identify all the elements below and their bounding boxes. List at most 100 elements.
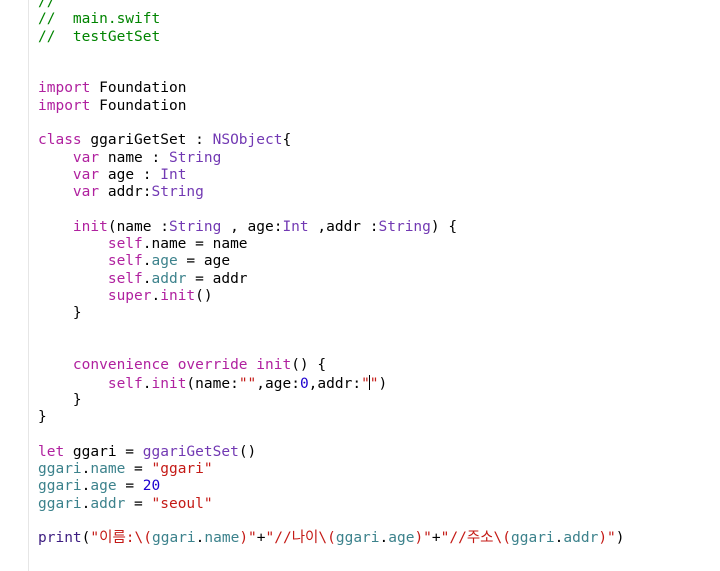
code-line[interactable]: import Foundation (38, 98, 716, 115)
code-line[interactable]: ggari.addr = "seoul" (38, 496, 716, 513)
code-token: ggari (38, 495, 82, 512)
code-token: " (369, 375, 379, 392)
code-line[interactable] (38, 513, 716, 530)
code-token: addr: (99, 184, 152, 201)
code-line[interactable]: self.name = name (38, 236, 716, 253)
code-token: "//주소\( (440, 530, 511, 547)
code-token: . (379, 530, 389, 547)
code-token: = (125, 495, 152, 512)
code-line[interactable]: var name : String (38, 150, 716, 167)
code-token: = addr (186, 270, 248, 287)
code-token: age : (99, 166, 161, 183)
code-line[interactable]: let ggari = ggariGetSet() (38, 444, 716, 461)
code-line[interactable]: convenience override init() { (38, 357, 716, 374)
code-token: var (72, 166, 100, 183)
code-token: ) (378, 375, 388, 392)
code-line[interactable] (38, 63, 716, 80)
code-line[interactable] (38, 46, 716, 63)
code-token: init (160, 288, 196, 305)
code-line[interactable]: class ggariGetSet : NSObject{ (38, 132, 716, 149)
code-line[interactable]: // testGetSet (38, 29, 716, 46)
code-token: var (72, 149, 100, 166)
code-line[interactable] (38, 115, 716, 132)
code-token: . (81, 478, 91, 495)
code-line[interactable]: super.init() (38, 288, 716, 305)
code-token: 0 (299, 375, 309, 392)
code-token: name : (99, 149, 169, 166)
code-token: 20 (142, 478, 161, 495)
code-token: "" (238, 375, 257, 392)
code-token (38, 184, 73, 200)
code-token: import (38, 97, 91, 114)
source-text-area[interactable]: //// main.swift// testGetSet import Found… (38, 0, 716, 571)
code-line[interactable]: import Foundation (38, 80, 716, 97)
code-token: // main.swift (38, 11, 161, 28)
code-token: . (554, 530, 564, 547)
gutter-divider (28, 0, 29, 571)
code-line[interactable] (38, 340, 716, 357)
code-line[interactable]: } (38, 305, 716, 322)
code-line[interactable]: self.age = age (38, 253, 716, 270)
code-token: ,age: (256, 375, 300, 392)
code-token: name (90, 461, 126, 478)
code-token: , age: (221, 218, 283, 235)
code-token: init (256, 357, 292, 374)
code-line[interactable]: self.init(name:"",age:0,addr:"") (38, 374, 716, 392)
code-token (38, 376, 108, 392)
code-token: + (431, 530, 441, 547)
code-token: () { (291, 357, 327, 374)
code-line[interactable]: print("이름:\(ggari.name)"+"//나이\(ggari.ag… (38, 530, 716, 547)
code-token: import (38, 80, 91, 97)
code-token: )" (414, 530, 432, 547)
code-line[interactable] (38, 202, 716, 219)
code-token: ggari = (64, 443, 143, 460)
code-token: ,addr : (308, 218, 379, 235)
code-line[interactable]: // (38, 0, 716, 11)
code-line[interactable]: } (38, 392, 716, 409)
code-token (38, 357, 73, 373)
code-token: override (177, 357, 248, 374)
code-token: Foundation (90, 80, 187, 97)
code-line[interactable] (38, 323, 716, 340)
code-line[interactable]: // main.swift (38, 11, 716, 28)
code-token: class (38, 132, 82, 149)
code-token: self (107, 375, 143, 392)
code-token: String (378, 218, 431, 235)
code-token: self (107, 270, 143, 287)
code-token: + (256, 530, 266, 547)
code-token: init (151, 375, 187, 392)
code-token: ) (615, 530, 625, 547)
code-token: . (142, 253, 152, 270)
code-line[interactable]: init(name :String , age:Int ,addr :Strin… (38, 219, 716, 236)
code-line[interactable]: } (38, 409, 716, 426)
code-line[interactable]: self.addr = addr (38, 271, 716, 288)
code-token: . (142, 270, 152, 287)
code-token: )" (239, 530, 257, 547)
code-token: = (116, 478, 143, 495)
code-token: } (38, 391, 82, 408)
code-line[interactable] (38, 426, 716, 443)
code-token: ggari (38, 478, 82, 495)
code-token: let (38, 443, 65, 460)
code-token (38, 219, 73, 235)
code-token: self (107, 236, 143, 253)
code-token: String (168, 218, 222, 235)
code-token: // (38, 0, 56, 10)
code-token: . (81, 461, 91, 478)
code-token: age (388, 530, 415, 547)
code-line[interactable]: var age : Int (38, 167, 716, 184)
code-token: addr (563, 530, 599, 547)
code-token: ( (81, 530, 91, 547)
code-token: init (72, 218, 108, 235)
code-token: (name: (186, 375, 239, 392)
code-token: { (282, 132, 292, 149)
code-token: )" (598, 530, 616, 547)
code-token: . (151, 288, 161, 305)
code-line[interactable]: ggari.name = "ggari" (38, 461, 716, 478)
code-token: convenience (72, 357, 169, 374)
code-token: self (107, 253, 143, 270)
code-line[interactable]: var addr:String (38, 184, 716, 201)
code-token: = age (177, 253, 231, 270)
code-line[interactable]: ggari.age = 20 (38, 478, 716, 495)
